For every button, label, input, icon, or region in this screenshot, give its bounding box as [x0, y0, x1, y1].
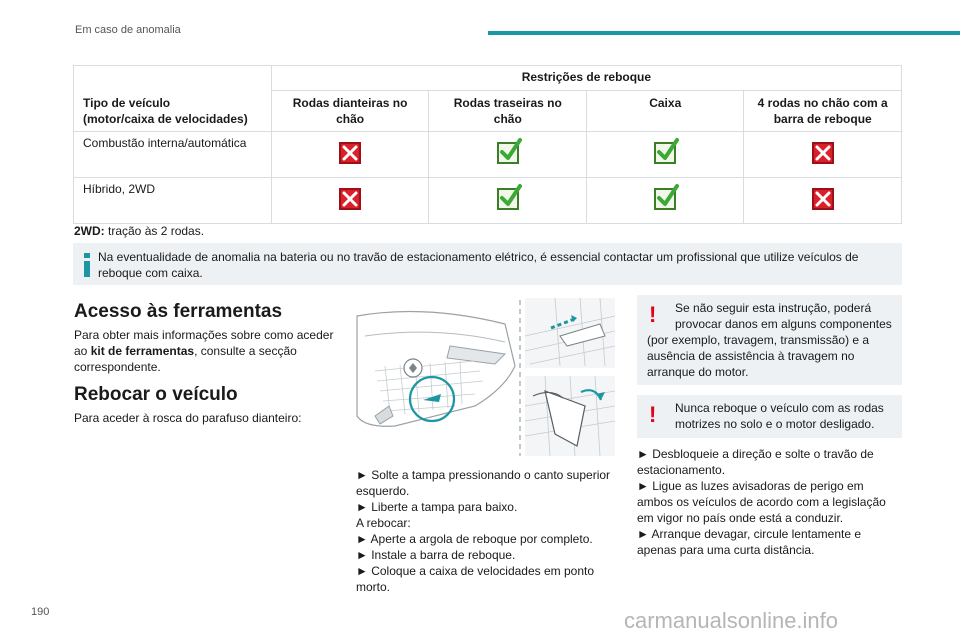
warning-box: ! Se não seguir esta instrução, poderá p…: [637, 295, 902, 385]
list-item: ► Aperte a argola de reboque por complet…: [356, 532, 593, 546]
warning-box: ! Nunca reboque o veículo com as rodas m…: [637, 395, 902, 438]
list-item: ► Arranque devagar, circule lentamente e…: [637, 527, 862, 557]
cross-box-icon: [811, 188, 834, 210]
exclamation-icon: !: [649, 302, 657, 327]
list-item: ► Liberte a tampa para baixo.: [356, 500, 518, 514]
check-box-icon: [496, 184, 522, 210]
warning-text: Nunca reboque o veículo com as rodas mot…: [675, 401, 884, 431]
towing-drive-steps: ► Desbloqueie a direção e solte o travão…: [637, 446, 902, 558]
column-header-front-wheels: Rodas dianteiras no chão: [270, 90, 430, 132]
page-number: 190: [31, 606, 50, 618]
tools-paragraph: Para obter mais informações sobre como a…: [74, 328, 334, 374]
tow-eye-cover-illustration: [356, 297, 616, 457]
cross-box-icon: [339, 142, 362, 164]
table-row: Híbrido, 2WD: [73, 177, 902, 224]
info-text: Na eventualidade de anomalia na bateria …: [98, 250, 859, 280]
info-icon: [84, 253, 90, 277]
towing-restrictions-table: Restrições de reboque Tipo de veículo (m…: [73, 65, 903, 224]
row-label: Híbrido, 2WD: [73, 177, 272, 224]
cross-box-icon: [811, 142, 834, 164]
column-header-vehicle-type: Tipo de veículo (motor/caixa de velocida…: [73, 90, 272, 132]
warning-text: Se não seguir esta instrução, poderá pro…: [647, 301, 892, 379]
heading-towing: Rebocar o veículo: [74, 384, 238, 405]
footnote-term: 2WD:: [74, 224, 105, 238]
section-label: Em caso de anomalia: [75, 24, 181, 36]
column-header-rear-wheels: Rodas traseiras no chão: [428, 90, 588, 132]
column-header-dolly: Caixa: [586, 90, 745, 132]
section-accent-bar: [488, 31, 960, 35]
exclamation-icon: !: [649, 402, 657, 427]
check-box-icon: [654, 184, 680, 210]
tool-kit-reference: kit de ferramentas: [90, 344, 195, 358]
footnote-text: tração às 2 rodas.: [104, 224, 205, 238]
table-row: Combustão interna/automática: [73, 131, 902, 178]
list-item: ► Desbloqueie a direção e solte o travão…: [637, 447, 874, 477]
heading-tools-access: Acesso às ferramentas: [74, 301, 283, 322]
row-label: Combustão interna/automática: [73, 131, 272, 178]
cross-box-icon: [339, 188, 362, 210]
list-item: ► Ligue as luzes avisadoras de perigo em…: [637, 479, 886, 525]
table-group-header: Restrições de reboque: [270, 65, 903, 91]
check-box-icon: [654, 138, 680, 164]
watermark: carmanualsonline.info: [624, 608, 839, 633]
list-item: A rebocar:: [356, 516, 411, 530]
towing-steps-list: ► Solte a tampa pressionando o canto sup…: [356, 467, 618, 595]
list-item: ► Coloque a caixa de velocidades em pont…: [356, 564, 595, 594]
check-box-icon: [496, 138, 522, 164]
list-item: ► Solte a tampa pressionando o canto sup…: [356, 468, 611, 498]
list-item: ► Instale a barra de reboque.: [356, 548, 516, 562]
towing-intro: Para aceder à rosca do parafuso dianteir…: [74, 411, 302, 425]
footnote-2wd: 2WD: tração às 2 rodas.: [74, 224, 204, 238]
info-box: Na eventualidade de anomalia na bateria …: [73, 243, 902, 285]
column-header-four-wheels-bar: 4 rodas no chão com a barra de reboque: [743, 90, 902, 132]
